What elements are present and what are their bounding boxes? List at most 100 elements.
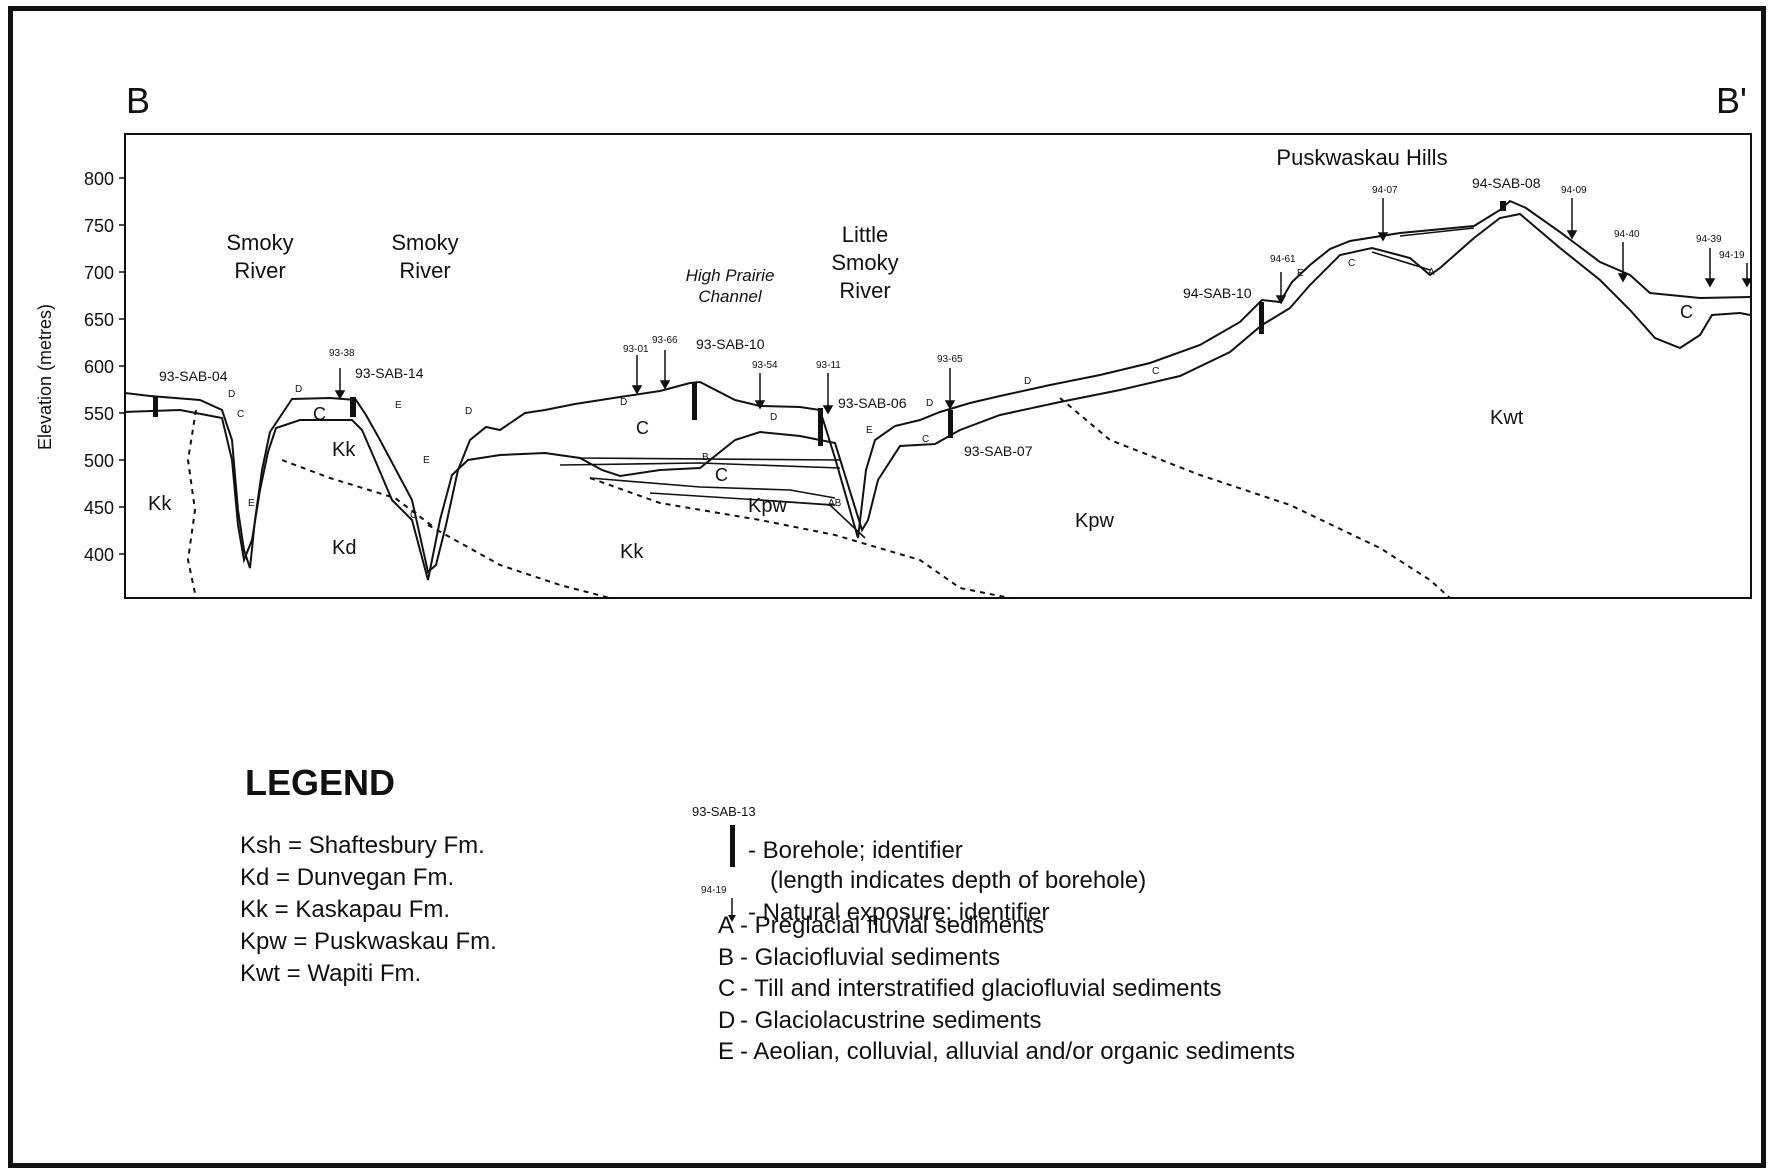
formation-contacts [186, 397, 1451, 599]
borehole-label: 93-SAB-10 [696, 336, 765, 352]
unit-legend-letter: A [718, 912, 735, 939]
place-smoky-river-1-line1: Smoky [226, 230, 293, 255]
section-label-left: B [126, 80, 150, 121]
borehole-label: 93-SAB-14 [355, 365, 424, 381]
exposure-arrows [334, 198, 1753, 415]
unit-legend-text: - Aeolian, colluvial, alluvial and/or or… [740, 1038, 1295, 1065]
channel-unit-lines [544, 227, 1475, 539]
unit-label-d: D [228, 389, 235, 400]
unit-label-d: D [770, 412, 777, 423]
unit-legend-list: A- Preglacial fluvial sediments B- Glaci… [718, 910, 1295, 1068]
exposure-label: 94-19 [1719, 250, 1745, 261]
y-tick-label: 550 [84, 404, 114, 424]
exposure-label: 94-09 [1561, 185, 1587, 196]
borehole-93-sab-04 [153, 397, 158, 417]
borehole-94-sab-08 [1500, 201, 1506, 211]
borehole-93-sab-07 [948, 410, 953, 438]
unit-legend-text: - Till and interstratified glaciofluvial… [740, 975, 1222, 1002]
unit-label-c: C [715, 465, 728, 485]
unit-legend-item: B- Glaciofluvial sediments [718, 942, 1295, 974]
unit-legend-item: C- Till and interstratified glaciofluvia… [718, 973, 1295, 1005]
place-high-prairie-line1: High Prairie [686, 266, 775, 285]
place-smoky-river-2-line2: River [399, 258, 450, 283]
exposure-arrow-symbol [728, 898, 736, 922]
exposure-label: 93-38 [329, 348, 355, 359]
y-axis-label: Elevation (metres) [35, 304, 55, 450]
unit-label-d: D [926, 398, 933, 409]
unit-label-c: C [313, 404, 326, 424]
exposure-label: 94-40 [1614, 229, 1640, 240]
borehole-label: 93-SAB-07 [964, 443, 1033, 459]
formation-legend-item: Kwt = Wapiti Fm. [240, 960, 422, 987]
borehole-legend-text: - Borehole; identifier [748, 837, 963, 864]
exposure-example-id: 94-19 [701, 885, 727, 896]
unit-label-d: D [620, 397, 627, 408]
borehole-bars [153, 201, 1506, 446]
formation-label: Kpw [748, 495, 787, 517]
unit-label-e: E [395, 400, 402, 411]
exposure-label: 94-39 [1696, 234, 1722, 245]
y-tick-marks [119, 177, 125, 555]
unit-label-c: C [922, 434, 929, 445]
unit-label-e: E [423, 455, 430, 466]
figure-frame [8, 6, 1766, 1168]
unit-legend-letter: D [718, 1006, 736, 1034]
unit-legend-letter: E [718, 1038, 735, 1065]
unit-label-b: B [702, 452, 709, 463]
unit-label-e: E [248, 498, 255, 509]
place-little-smoky-line1: Little [842, 222, 888, 247]
unit-label-c: C [410, 510, 417, 521]
place-puskwaskau-hills: Puskwaskau Hills [1276, 145, 1447, 170]
exposure-label: 93-66 [652, 335, 678, 346]
unit-legend-item: E- Aeolian, colluvial, alluvial and/or o… [718, 1036, 1295, 1068]
unit-legend-text: - Preglacial fluvial sediments [740, 912, 1045, 939]
y-tick-label: 500 [84, 451, 114, 471]
borehole-94-sab-10 [1259, 302, 1264, 334]
y-tick-label: 600 [84, 357, 114, 377]
exposure-legend-text: - Natural exposure; identifier [748, 899, 1050, 926]
unit-label-c: C [1152, 366, 1159, 377]
y-tick-label: 650 [84, 310, 114, 330]
borehole-label: 93-SAB-06 [838, 395, 907, 411]
formation-legend-item: Kpw = Puskwaskau Fm. [240, 928, 497, 955]
formation-label: Kwt [1490, 407, 1524, 429]
formation-label: Kd [332, 537, 356, 559]
drift-base-line [124, 212, 1751, 581]
section-label-right: B' [1716, 80, 1747, 121]
exposure-label: 93-11 [816, 360, 841, 371]
borehole-label: 93-SAB-04 [159, 368, 228, 384]
unit-legend-item: D- Glaciolacustrine sediments [718, 1005, 1295, 1037]
formation-legend-item: Ksh = Shaftesbury Fm. [240, 832, 485, 859]
exposure-label: 94-61 [1270, 254, 1296, 265]
borehole-label: 94-SAB-10 [1183, 285, 1252, 301]
unit-legend-letter: C [718, 975, 736, 1002]
unit-label-d: D [1024, 376, 1031, 387]
borehole-93-sab-14 [350, 397, 356, 417]
ground-surface-line [124, 199, 1751, 574]
unit-label-c: C [1680, 302, 1693, 322]
y-tick-label: 700 [84, 263, 114, 283]
unit-label-a: A [1428, 267, 1435, 278]
unit-label-c: C [237, 409, 244, 420]
y-tick-label: 750 [84, 216, 114, 236]
formation-label: Kk [332, 439, 356, 461]
borehole-93-sab-06 [818, 408, 823, 446]
place-high-prairie-line2: Channel [698, 287, 763, 306]
unit-legend-text: - Glaciolacustrine sediments [740, 1006, 1042, 1034]
y-tick-label: 450 [84, 498, 114, 518]
formation-label: Kk [620, 541, 644, 563]
unit-label-d: D [465, 406, 472, 417]
unit-label-e: E [1297, 268, 1304, 279]
formation-legend-list: Ksh = Shaftesbury Fm. Kd = Dunvegan Fm. … [240, 830, 497, 990]
exposure-label: 94-07 [1372, 185, 1398, 196]
borehole-legend-note: (length indicates depth of borehole) [770, 867, 1147, 894]
unit-legend-text: - Glaciofluvial sediments [740, 943, 1001, 971]
place-smoky-river-1-line2: River [234, 258, 285, 283]
exposure-label: 93-65 [937, 354, 963, 365]
unit-label-c: C [1348, 258, 1355, 269]
formation-legend-item: Kk = Kaskapau Fm. [240, 896, 451, 923]
y-tick-label: 800 [84, 169, 114, 189]
unit-label-c: C [636, 418, 649, 438]
formation-label: Kk [148, 493, 172, 515]
